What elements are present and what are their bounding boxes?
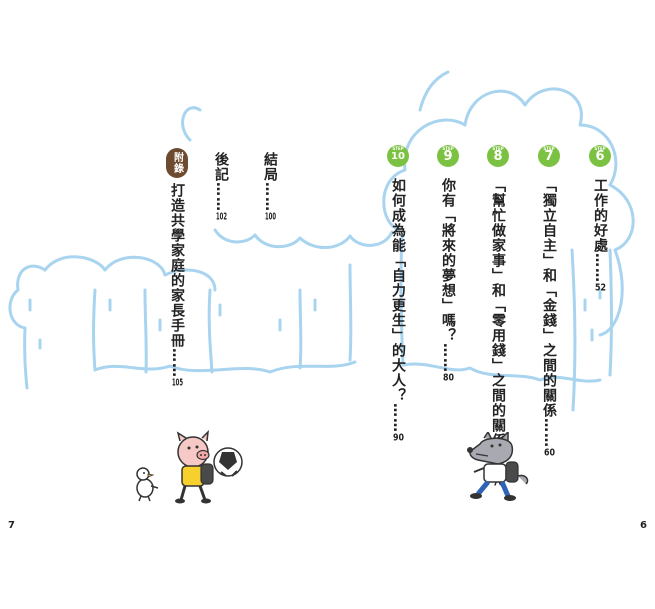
toc-entry-title: 「幫忙做家事」和「零用錢」之間的關係	[490, 178, 506, 448]
wolf-character	[467, 432, 529, 501]
step-number: 7	[544, 149, 554, 164]
toc-page-number: 100	[265, 212, 276, 222]
toc-page-number: 105	[172, 378, 183, 388]
toc-entry-title: 你有「將來的夢想」嗎？	[440, 178, 456, 343]
toc-entry-step-6[interactable]: 工作的好處……52	[592, 178, 608, 293]
toc-entry-title: 工作的好處	[592, 178, 608, 253]
toc-entry-title: 「獨立自主」和「金錢」之間的關係	[541, 178, 557, 418]
step-badge-9: STEP 9	[437, 145, 459, 167]
step-badge-8: STEP 8	[487, 145, 509, 167]
step-number: 9	[443, 149, 453, 164]
step-badge-10: STEP 10	[387, 145, 409, 167]
pig-character-illustration	[136, 430, 243, 504]
leader-dots: ……	[262, 182, 278, 212]
toc-page-number: 80	[443, 373, 454, 383]
step-number: 10	[391, 151, 405, 162]
page-number-right: 6	[640, 520, 647, 531]
leader-dots: ……	[169, 348, 185, 378]
step-word: STEP	[594, 146, 606, 151]
toc-entry-title: 如何成為能「自力更生」的大人？	[390, 178, 406, 403]
toc-page-number: 102	[216, 212, 227, 222]
toc-entry-afterword[interactable]: 後記……102	[213, 152, 229, 222]
small-bird-character	[136, 467, 159, 502]
step-badge-7: STEP 7	[538, 145, 560, 167]
leader-dots: ……	[440, 343, 456, 373]
wolf-character-illustration	[467, 432, 529, 501]
step-word: STEP	[442, 146, 454, 151]
pig-character	[175, 430, 214, 504]
toc-entry-step-10[interactable]: 如何成為能「自力更生」的大人？……90	[390, 178, 406, 443]
toc-entry-title: 打造共學家庭的家長手冊	[169, 183, 185, 348]
leader-dots: ……	[592, 253, 608, 283]
step-badge-6: STEP 6	[589, 145, 611, 167]
toc-page-number: 70	[493, 478, 504, 488]
toc-page-number: 52	[595, 283, 606, 293]
step-number: 8	[493, 149, 503, 164]
toc-entry-step-9[interactable]: 你有「將來的夢想」嗎？……80	[440, 178, 456, 383]
toc-entry-title: 結局	[262, 152, 278, 182]
toc-page-number: 60	[544, 448, 555, 458]
leader-dots: ……	[390, 403, 406, 433]
leader-dots: ……	[213, 182, 229, 212]
step-word: STEP	[392, 146, 404, 151]
soccer-ball-icon	[213, 447, 243, 477]
appendix-badge: 附錄	[166, 148, 188, 178]
toc-page-number: 90	[393, 433, 404, 443]
leader-dots: ……	[541, 418, 557, 448]
toc-entry-ending[interactable]: 結局……100	[262, 152, 278, 222]
step-word: STEP	[543, 146, 555, 151]
toc-entry-title: 後記	[213, 152, 229, 182]
toc-entry-step-7[interactable]: 「獨立自主」和「金錢」之間的關係……60	[541, 178, 557, 458]
page-number-left: 7	[8, 520, 15, 531]
step-number: 6	[595, 149, 605, 164]
step-word: STEP	[492, 146, 504, 151]
toc-entry-appendix[interactable]: 打造共學家庭的家長手冊……105	[169, 183, 185, 388]
